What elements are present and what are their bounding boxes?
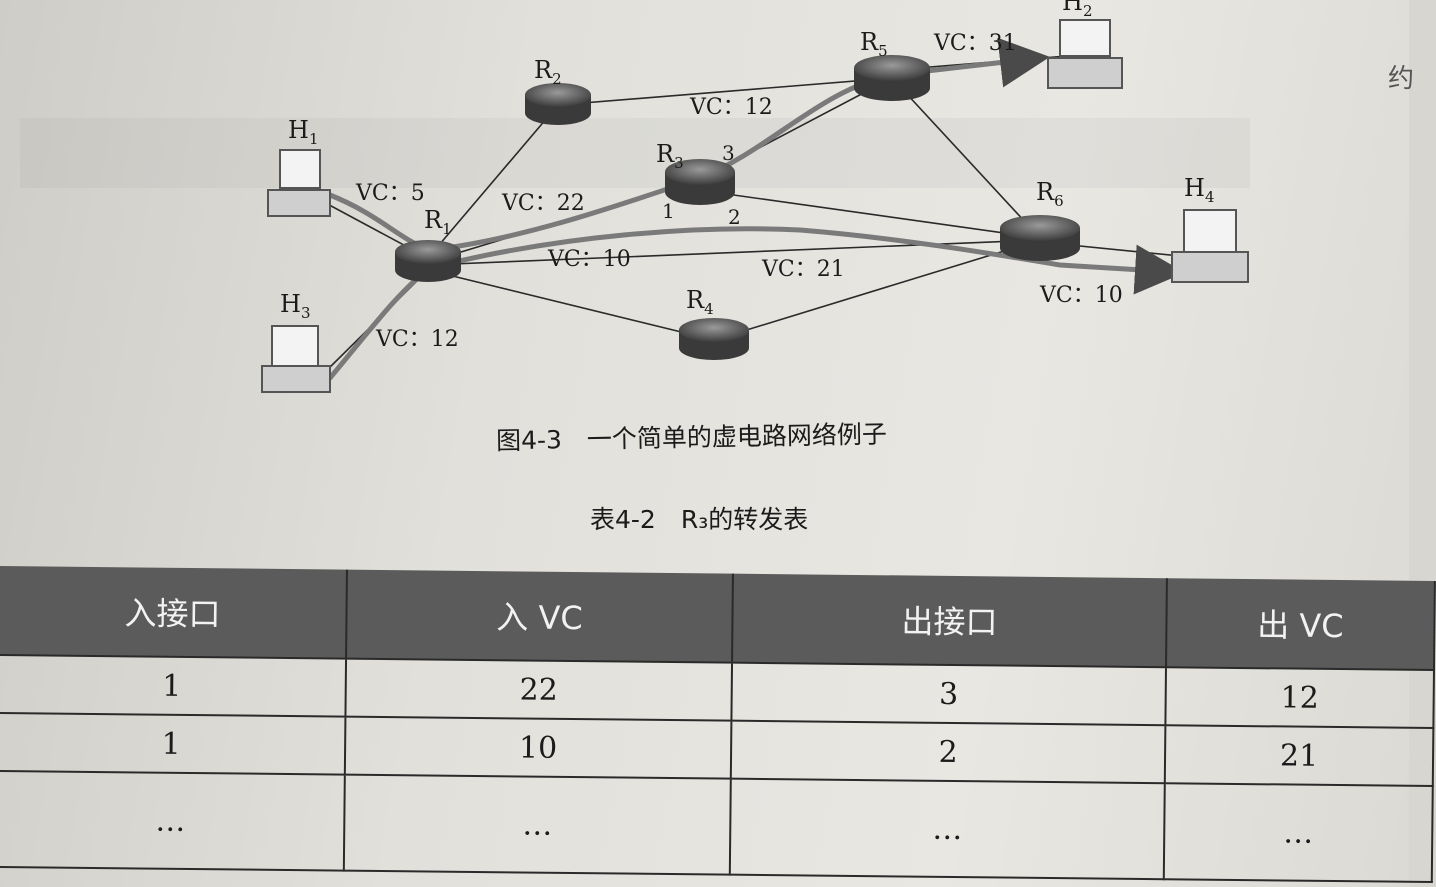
cell-in-port: 1: [0, 712, 346, 775]
vc-label-r1-r3: VC：22: [501, 191, 585, 216]
host-H1: H1: [267, 116, 331, 217]
vc-label-r6-h4: VC：10: [1039, 283, 1123, 308]
svg-text:R6: R6: [1036, 178, 1064, 210]
host-H4: H4: [1171, 174, 1249, 283]
svg-text:R5: R5: [860, 28, 888, 60]
vc-paths: [327, 37, 1185, 381]
svg-text:H3: H3: [280, 290, 310, 322]
svg-text:R2: R2: [534, 56, 562, 88]
svg-text:H1: H1: [288, 116, 318, 148]
forwarding-table: 入接口 入 VC 出接口 出 VC 1 22 3 12 1 10 2 21 … …: [0, 566, 1436, 883]
svg-text:R3: R3: [656, 140, 684, 172]
table-caption: 表4-2 R₃的转发表: [590, 505, 809, 534]
vc-label-r1-lower: VC：10: [547, 247, 631, 272]
svg-text:3: 3: [722, 141, 735, 165]
host-H3: H3: [261, 290, 331, 393]
header-out-port: 出接口: [732, 573, 1167, 668]
router-R6: R6: [1000, 178, 1080, 261]
router-R1: R1: [395, 206, 461, 282]
vc-label-r3-r6: VC：21: [761, 257, 845, 282]
show-through-band: [20, 118, 1250, 188]
cell-out-port: 2: [730, 720, 1166, 784]
vc-label-r3-r5: VC：12: [689, 95, 773, 120]
vc-label-h3: VC：12: [375, 327, 459, 352]
table-row: … … … …: [0, 770, 1433, 883]
cell-out-port: 3: [731, 662, 1167, 726]
router-R5: R5: [854, 28, 930, 101]
virtual-circuit-diagram: R1 R2 R3 3 1 2 R4 R5 R6 H1: [261, 0, 1249, 393]
cell-in-vc: 22: [345, 658, 733, 721]
svg-text:R1: R1: [424, 206, 452, 238]
header-out-vc: 出 VC: [1166, 578, 1435, 671]
svg-text:1: 1: [662, 199, 675, 223]
router-R3: R3 3 1 2: [656, 140, 741, 229]
cell-in-port: 1: [0, 654, 347, 717]
vc-label-h1: VC：5: [355, 181, 425, 206]
cell-out-vc: …: [1163, 783, 1433, 883]
host-H2: H2: [1047, 0, 1123, 89]
svg-text:H2: H2: [1062, 0, 1092, 20]
header-in-vc: 入 VC: [346, 569, 733, 663]
cell-in-vc: 10: [344, 716, 732, 779]
header-in-port: 入接口: [0, 566, 347, 659]
cell-out-port: …: [729, 778, 1165, 880]
vc-label-r5-h2: VC：31: [933, 31, 1017, 56]
svg-text:H4: H4: [1184, 174, 1214, 206]
table-header-row: 入接口 入 VC 出接口 出 VC: [0, 566, 1435, 671]
cell-in-vc: …: [343, 774, 731, 875]
cell-out-vc: 21: [1164, 725, 1434, 787]
cell-out-vc: 12: [1165, 667, 1434, 729]
margin-text: 约: [1388, 64, 1415, 94]
router-R4: R4: [679, 286, 749, 360]
figure-caption: 图4-3 一个简单的虚电路网络例子: [495, 419, 888, 456]
svg-text:2: 2: [728, 205, 741, 229]
router-R2: R2: [525, 56, 591, 125]
forwarding-table-wrap: 入接口 入 VC 出接口 出 VC 1 22 3 12 1 10 2 21 … …: [0, 566, 1435, 883]
svg-text:R4: R4: [686, 286, 714, 318]
cell-in-port: …: [0, 770, 345, 871]
